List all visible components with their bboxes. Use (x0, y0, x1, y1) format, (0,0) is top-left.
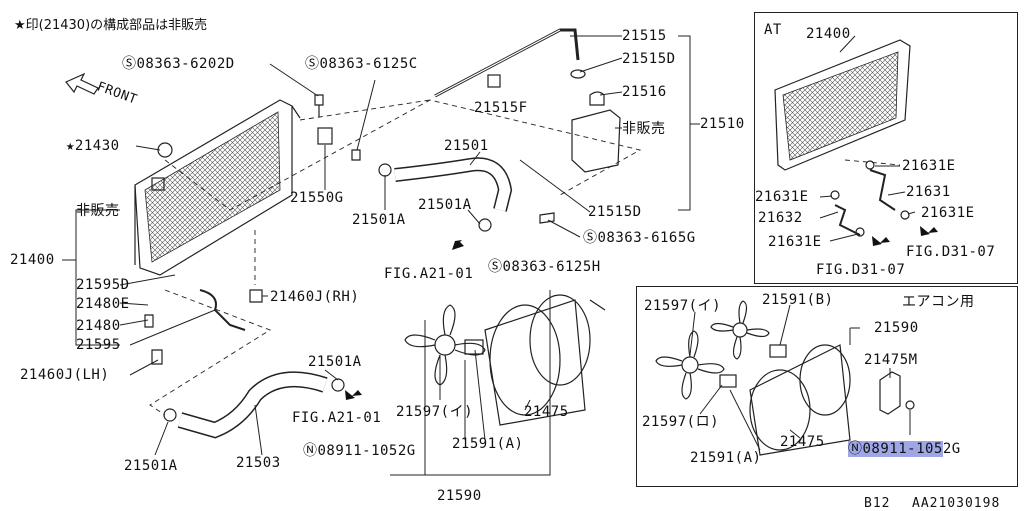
part-label[interactable]: 21501A (124, 458, 178, 474)
part-label[interactable]: 21631E (921, 205, 975, 221)
part-label[interactable]: 21631 (906, 184, 951, 200)
part-label[interactable]: 21501 (444, 138, 489, 154)
part-label[interactable]: 21590 (437, 488, 482, 504)
part-label[interactable]: 21631E (768, 234, 822, 250)
ac-variant-box (636, 286, 1018, 487)
part-label[interactable]: 21597(イ) (396, 404, 474, 420)
part-label[interactable]: 21475 (780, 434, 825, 450)
at-box-title: AT (764, 22, 782, 38)
part-label[interactable]: 21400 (10, 252, 55, 268)
part-label[interactable]: Ⓝ08911-1052G (303, 443, 416, 459)
part-label[interactable]: 21591(A) (690, 450, 762, 466)
diagram-code: AA21030198 (912, 496, 1001, 511)
part-label[interactable]: 21460J(RH) (270, 289, 360, 305)
page-number: B12 (864, 496, 891, 511)
part-label[interactable]: 21501A (418, 197, 472, 213)
part-label[interactable]: 21503 (236, 455, 281, 471)
part-label[interactable]: 21632 (758, 210, 803, 226)
part-label[interactable]: 21631E (755, 189, 809, 205)
part-label[interactable]: ★21430 (66, 138, 120, 154)
part-label[interactable]: 21501A (352, 212, 406, 228)
at-variant-box (754, 12, 1018, 284)
part-label[interactable]: Ⓢ08363-6202D (122, 56, 235, 72)
part-label[interactable]: 21460J(LH) (20, 367, 110, 383)
part-label[interactable]: 21510 (700, 116, 745, 132)
part-label[interactable]: 21480 (76, 318, 121, 334)
part-label[interactable]: 21475 (524, 404, 569, 420)
note-text: ★印(21430)の構成部品は非販売 (14, 18, 208, 33)
part-label[interactable]: 21515 (622, 28, 667, 44)
part-label[interactable]: 21501A (308, 354, 362, 370)
clip-icon (487, 74, 501, 88)
part-label[interactable]: 21400 (806, 26, 851, 42)
part-label[interactable]: 21631E (902, 158, 956, 174)
bracket-icon (879, 371, 901, 415)
part-label[interactable]: Ⓢ08363-6165G (583, 230, 696, 246)
fan-shroud-icon (484, 294, 591, 426)
part-label[interactable]: 21480E (76, 296, 130, 312)
ac-fan-shroud-icon (749, 344, 851, 456)
fig-reference[interactable]: FIG.D31-07 (906, 244, 996, 260)
part-label[interactable]: 21595D (76, 277, 130, 293)
part-label[interactable]: 21550G (290, 190, 344, 206)
part-label[interactable]: 21597(ロ) (642, 414, 720, 430)
part-label-highlighted[interactable]: Ⓝ08911-1052G (848, 441, 961, 457)
part-label[interactable]: Ⓢ08363-6125H (488, 259, 601, 275)
part-label[interactable]: 21591(A) (452, 436, 524, 452)
part-label[interactable]: 21590 (874, 320, 919, 336)
part-label[interactable]: 21475M (864, 352, 918, 368)
part-label[interactable]: 21591(B) (762, 292, 834, 308)
part-label[interactable]: 21515D (588, 204, 642, 220)
arrow-icon (872, 236, 890, 246)
arrow-icon (345, 390, 362, 400)
at-radiator-icon (774, 39, 911, 171)
arrow-icon (920, 226, 938, 236)
arrow-icon (452, 240, 464, 250)
fig-reference[interactable]: FIG.A21-01 (292, 410, 382, 426)
part-label[interactable]: 21595 (76, 337, 121, 353)
front-arrow-icon (65, 72, 99, 95)
ac-box-title: エアコン用 (902, 294, 975, 310)
fig-reference[interactable]: FIG.A21-01 (384, 266, 474, 282)
part-label: 非販売 (622, 121, 666, 137)
part-label[interactable]: 21516 (622, 84, 667, 100)
radiator-icon (134, 99, 301, 276)
ac-fan-icon (655, 300, 770, 400)
part-label: 非販売 (76, 203, 120, 219)
part-label[interactable]: 21597(イ) (644, 298, 722, 314)
part-label[interactable]: 21515D (622, 51, 676, 67)
part-label[interactable]: 21515F (474, 100, 528, 116)
fig-reference[interactable]: FIG.D31-07 (816, 262, 906, 278)
reservoir-tank-icon (570, 69, 621, 173)
part-label[interactable]: Ⓢ08363-6125C (305, 56, 418, 72)
cooling-fan-icon (404, 304, 486, 386)
